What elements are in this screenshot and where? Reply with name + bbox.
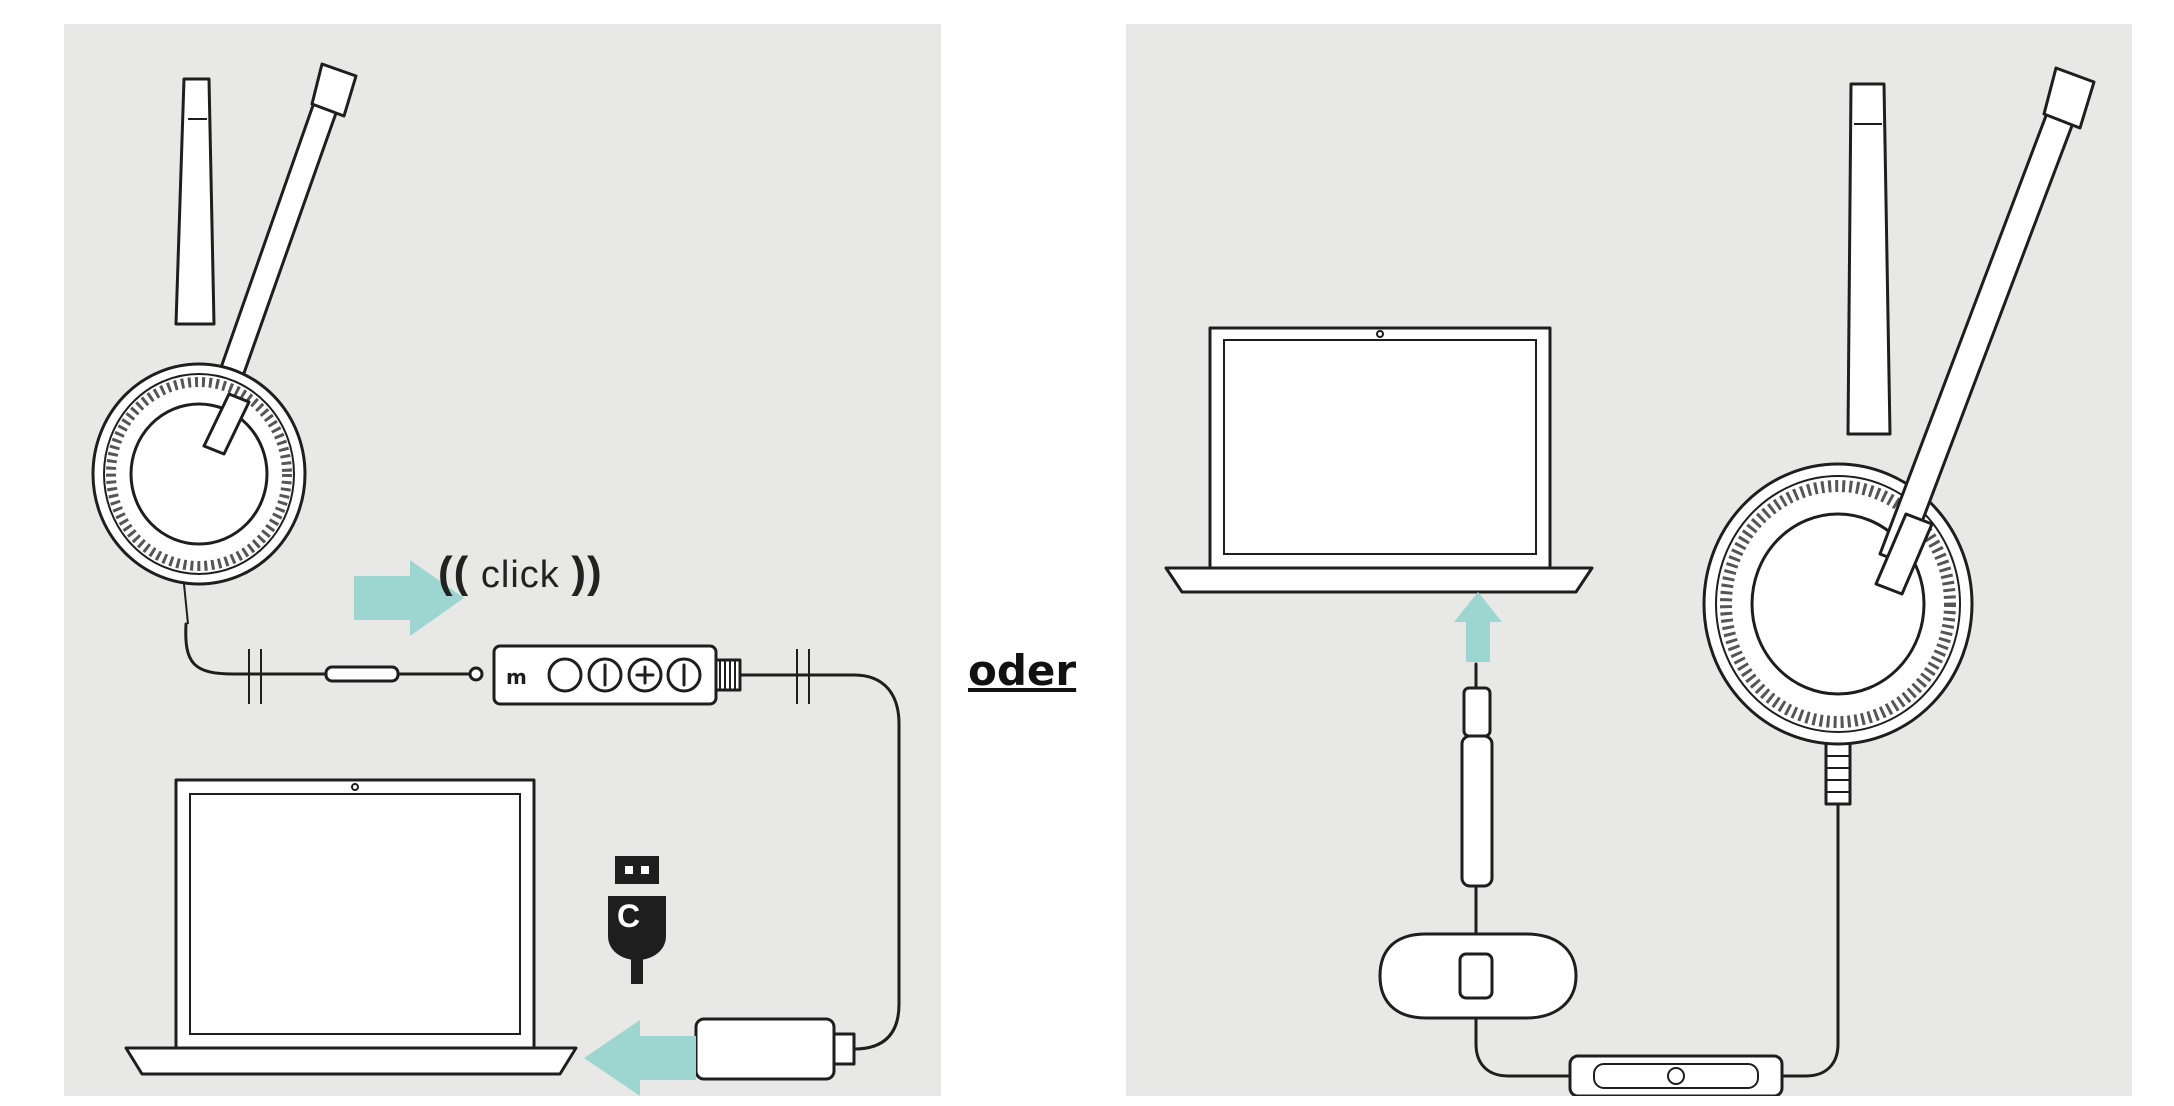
arrow-up-icon xyxy=(1454,592,1502,662)
oder-label: oder xyxy=(968,646,1077,695)
laptop-right-base xyxy=(1164,566,1594,594)
usb-c-plug xyxy=(694,1017,836,1081)
usb-c-letter: C xyxy=(617,898,641,934)
click-text: click xyxy=(480,554,560,596)
mic-capsule xyxy=(310,62,358,118)
jack-connection-panel xyxy=(1126,24,2132,1096)
usb-connection-illustration: m xyxy=(91,62,901,1081)
arrow-left-icon xyxy=(584,1020,696,1096)
jack-plug-left xyxy=(324,665,400,683)
arrow-right-icon xyxy=(354,560,464,636)
headset-boom-mic-right xyxy=(1878,82,2086,566)
headset-headband xyxy=(174,77,216,326)
mic-capsule-right xyxy=(2042,66,2096,130)
svg-text:m: m xyxy=(506,665,527,689)
laptop-left-base xyxy=(124,1046,578,1076)
jack-connection-illustration xyxy=(1164,66,2096,1096)
usb-c-icon xyxy=(608,856,666,984)
inline-remote xyxy=(1568,1054,1784,1096)
click-label: (( click )) xyxy=(438,548,603,597)
laptop-right-screen xyxy=(1208,326,1552,570)
laptop-left-screen xyxy=(174,778,536,1050)
usb-connection-panel: m xyxy=(64,24,941,1096)
headset-headband-right xyxy=(1846,82,1892,436)
jack-plug-right xyxy=(1462,686,1492,738)
